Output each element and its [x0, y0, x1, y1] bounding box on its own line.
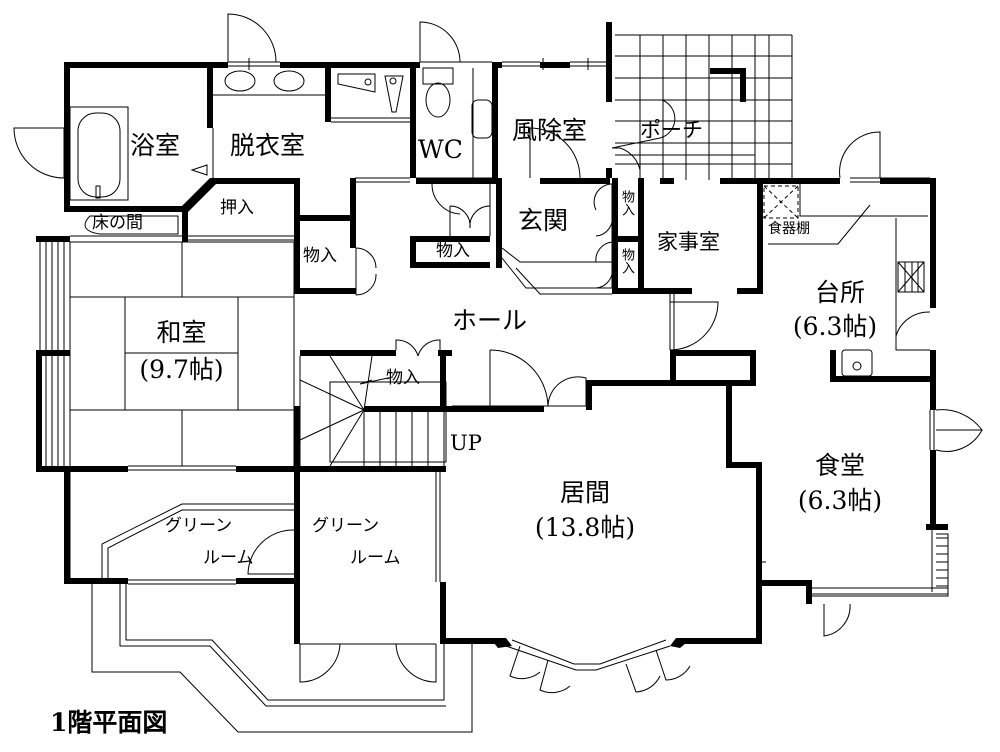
room-label-green-room-right-1: グリーン	[312, 516, 380, 536]
room-label-living-room: 居間	[559, 478, 610, 507]
room-label-dressing-room: 脱衣室	[230, 131, 306, 160]
room-label-kitchen: 台所	[814, 278, 865, 307]
room-label-windbreak-room: 風除室	[512, 116, 588, 145]
room-label-entrance: 玄関	[518, 206, 569, 235]
room-label-japanese-room-size: (9.7帖)	[139, 355, 224, 384]
porch-tile-grid	[615, 34, 793, 180]
room-label-living-room-size: (13.8帖)	[534, 513, 636, 542]
plan-title: 1階平面図	[50, 708, 168, 737]
room-label-dining-room-size: (6.3帖)	[797, 486, 883, 515]
room-label-hall: ホール	[452, 306, 528, 335]
room-label-cupboard: 食器棚	[768, 221, 810, 237]
room-label-storage-hall: 物入	[436, 241, 470, 261]
room-label-green-room-right-2: ルーム	[350, 548, 401, 568]
room-label-storage-entrance-2: 物入	[619, 248, 634, 274]
room-label-japanese-room: 和室	[156, 318, 207, 347]
room-label-closet: 押入	[220, 198, 254, 218]
room-label-tokonoma: 床の間	[92, 213, 143, 233]
room-label-porch: ポーチ	[640, 118, 703, 142]
stairs-up-label: UP	[450, 431, 482, 455]
room-label-wc: WC	[418, 135, 463, 164]
room-label-storage-entrance-1: 物入	[619, 190, 634, 216]
room-label-dining-room: 食堂	[814, 451, 865, 480]
thin-lines	[13, 13, 983, 733]
room-label-bathroom: 浴室	[130, 131, 181, 160]
walls	[36, 22, 948, 648]
room-label-green-room-left-1: グリーン	[165, 516, 233, 536]
room-label-storage-stairs: 物入	[386, 368, 420, 388]
room-label-utility-room: 家事室	[657, 230, 720, 254]
room-label-storage-left: 物入	[303, 246, 337, 266]
porch-pillar	[710, 68, 746, 74]
room-label-green-room-left-2: ルーム	[203, 548, 254, 568]
room-label-kitchen-size: (6.3帖)	[792, 312, 878, 341]
